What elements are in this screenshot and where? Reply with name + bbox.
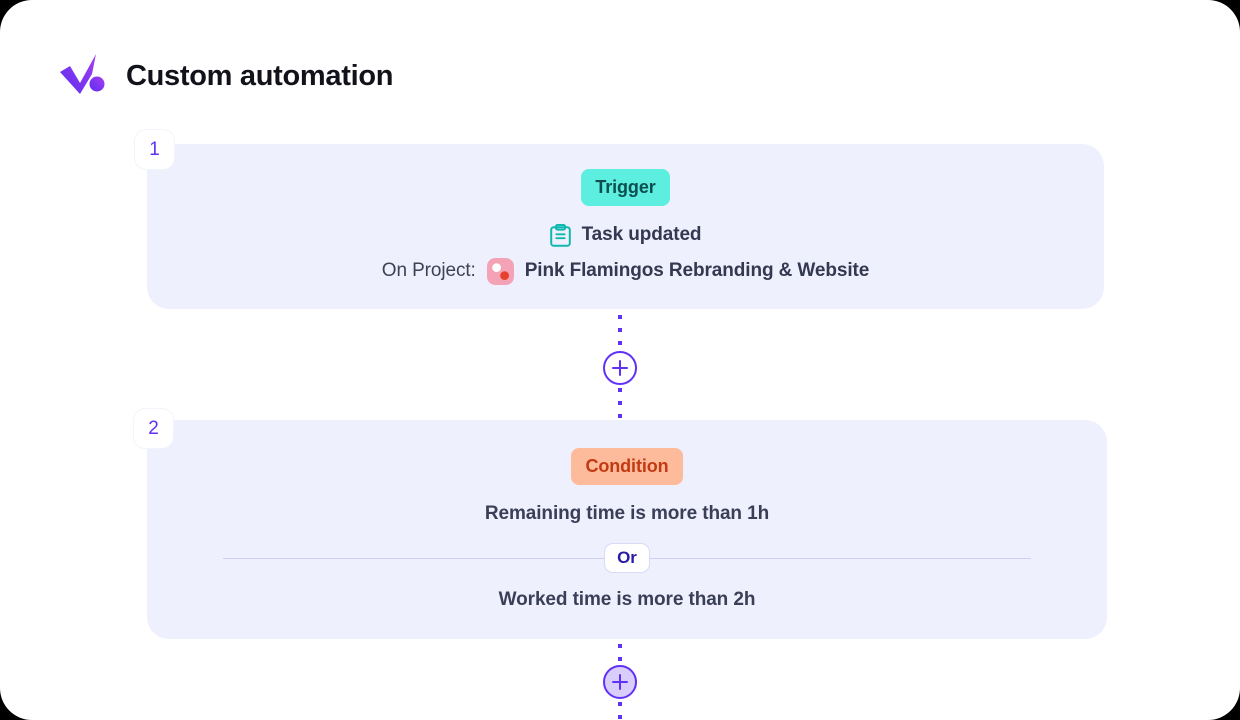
checkmark-dot-logo-icon bbox=[56, 52, 108, 100]
step-number-badge-2: 2 bbox=[134, 409, 173, 448]
connector-line-upper bbox=[618, 315, 622, 348]
trigger-step-card[interactable]: Trigger Task updated On Project: bbox=[147, 144, 1104, 309]
connector-line-upper-2 bbox=[618, 644, 622, 662]
trigger-type-badge: Trigger bbox=[581, 168, 670, 206]
condition-rule-2[interactable]: Worked time is more than 2h bbox=[498, 589, 756, 610]
page-title: Custom automation bbox=[126, 59, 394, 92]
condition-card-content: Condition Remaining time is more than 1h… bbox=[147, 420, 1107, 639]
condition-rule-1[interactable]: Remaining time is more than 1h bbox=[484, 503, 770, 524]
page-header: Custom automation bbox=[56, 52, 393, 100]
connector-condition-to-next bbox=[597, 639, 643, 720]
connector-line-lower-2 bbox=[618, 702, 622, 720]
condition-step-card[interactable]: Condition Remaining time is more than 1h… bbox=[147, 420, 1107, 639]
clipboard-icon bbox=[549, 223, 571, 247]
plus-icon bbox=[612, 674, 628, 690]
operator-chip-or[interactable]: Or bbox=[604, 543, 650, 573]
trigger-project-row[interactable]: On Project: Pink Flamingos Rebranding & … bbox=[381, 257, 870, 285]
project-avatar-icon bbox=[486, 257, 514, 285]
plus-icon bbox=[612, 360, 628, 376]
connector-trigger-to-condition bbox=[597, 309, 643, 421]
project-name: Pink Flamingos Rebranding & Website bbox=[524, 260, 870, 281]
add-step-button[interactable] bbox=[603, 351, 637, 385]
connector-line-lower bbox=[618, 388, 622, 421]
trigger-card-content: Trigger Task updated On Project: bbox=[147, 144, 1104, 309]
project-field-label: On Project: bbox=[381, 260, 476, 281]
condition-type-badge: Condition bbox=[571, 448, 683, 485]
condition-operator-divider: Or bbox=[223, 543, 1031, 573]
trigger-event-row[interactable]: Task updated bbox=[549, 223, 702, 247]
step-number-badge-1: 1 bbox=[135, 130, 174, 169]
add-step-button-2[interactable] bbox=[603, 665, 637, 699]
trigger-event-label: Task updated bbox=[581, 224, 702, 245]
